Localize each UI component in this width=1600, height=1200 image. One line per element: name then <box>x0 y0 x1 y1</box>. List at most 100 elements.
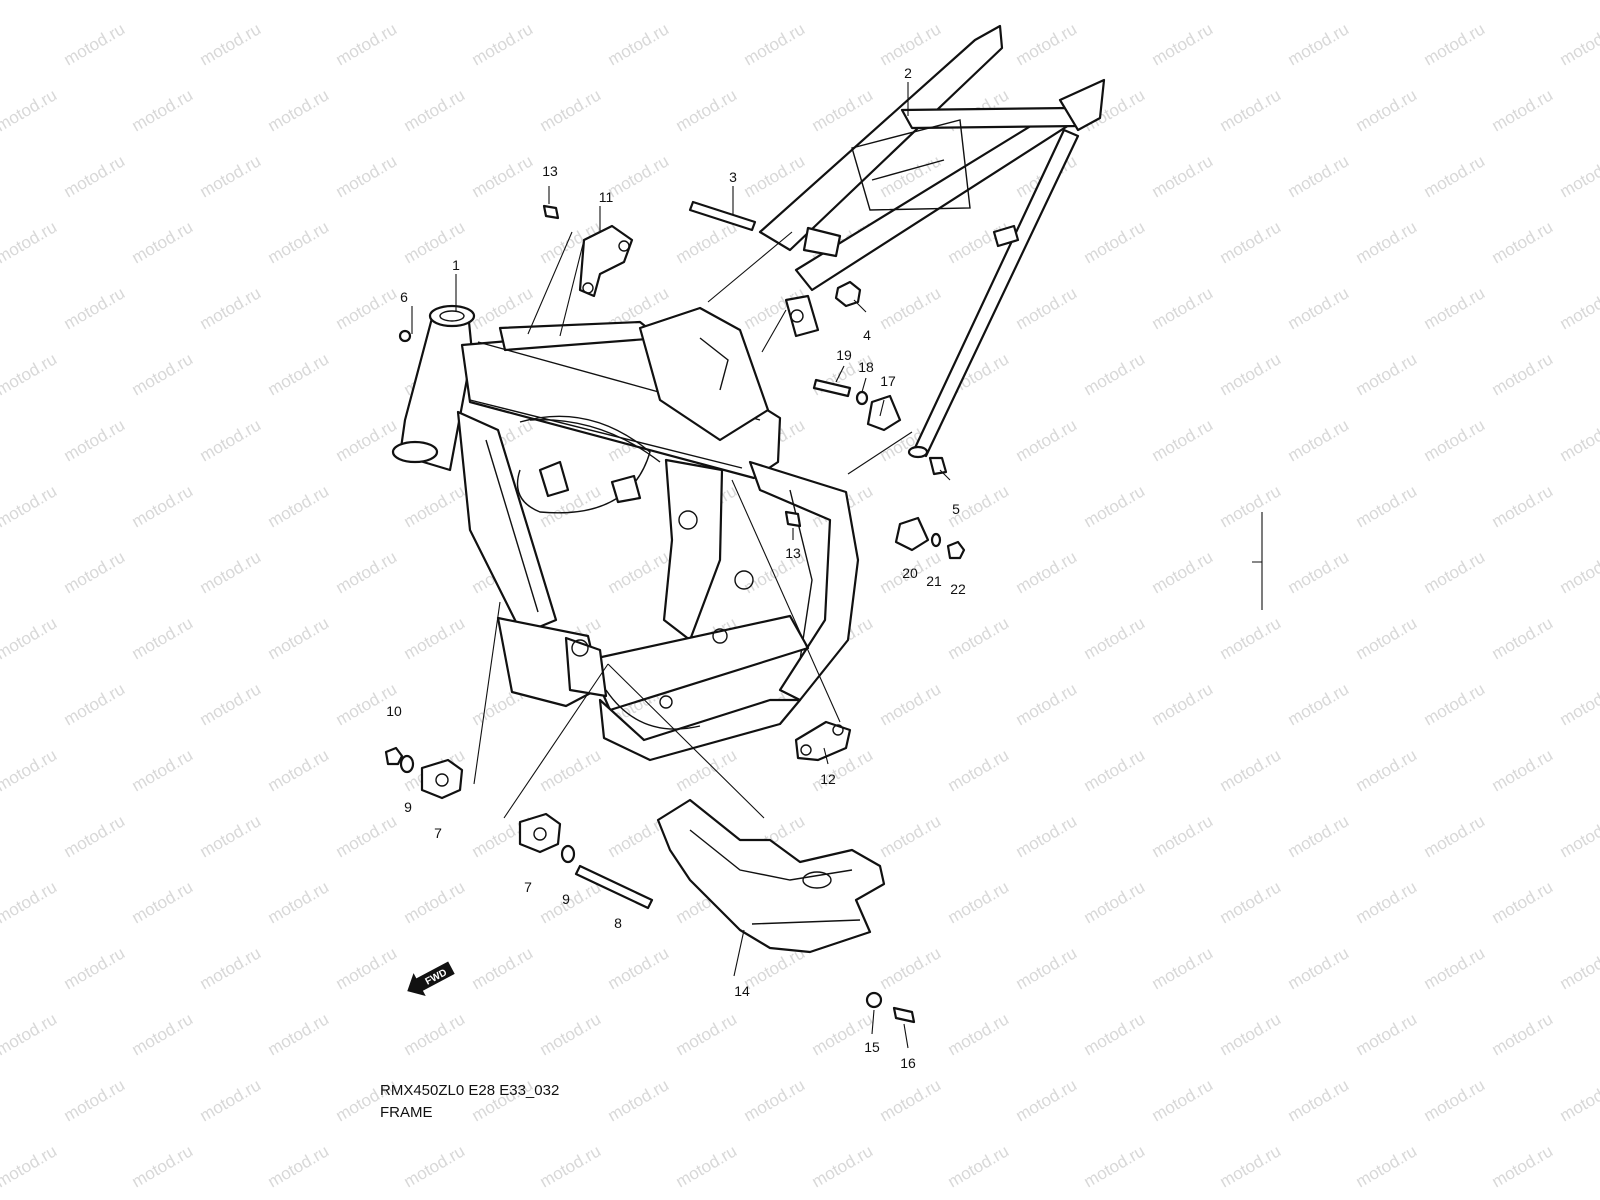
watermark-text: motod.ru <box>1217 481 1285 531</box>
watermark-text: motod.ru <box>129 1141 197 1191</box>
watermark-text: motod.ru <box>1081 0 1149 3</box>
watermark-text: motod.ru <box>809 85 877 135</box>
watermark-text: motod.ru <box>1489 349 1557 399</box>
watermark-text: motod.ru <box>401 0 469 3</box>
callout-13a: 13 <box>542 163 558 179</box>
callout-7b: 7 <box>524 879 532 895</box>
callout-19: 19 <box>836 347 852 363</box>
watermark-text: motod.ru <box>1149 283 1217 333</box>
callout-21: 21 <box>926 573 942 589</box>
watermark-text: motod.ru <box>0 1141 60 1191</box>
watermark-text: motod.ru <box>945 877 1013 927</box>
watermark-text: motod.ru <box>129 0 197 3</box>
callout-17: 17 <box>880 373 896 389</box>
watermark-text: motod.ru <box>469 19 537 69</box>
watermark-text: motod.ru <box>129 877 197 927</box>
watermark-text: motod.ru <box>401 85 469 135</box>
watermark-text: motod.ru <box>1353 217 1421 267</box>
watermark-text: motod.ru <box>197 19 265 69</box>
watermark-text: motod.ru <box>1353 613 1421 663</box>
watermark-text: motod.ru <box>265 0 333 3</box>
watermark-text: motod.ru <box>673 1141 741 1191</box>
watermark-text: motod.ru <box>1149 1075 1217 1125</box>
watermark-text: motod.ru <box>741 1075 809 1125</box>
watermark-text: motod.ru <box>1353 85 1421 135</box>
callout-16: 16 <box>900 1055 916 1071</box>
watermark-text: motod.ru <box>0 745 60 795</box>
watermark-text: motod.ru <box>469 943 537 993</box>
watermark-text: motod.ru <box>129 745 197 795</box>
watermark-text: motod.ru <box>1353 1141 1421 1191</box>
watermark-text: motod.ru <box>265 1141 333 1191</box>
watermark-text: motod.ru <box>61 415 129 465</box>
watermark-text: motod.ru <box>1285 415 1353 465</box>
watermark-text: motod.ru <box>945 1009 1013 1059</box>
watermark-text: motod.ru <box>1285 1075 1353 1125</box>
watermark-text: motod.ru <box>1557 19 1600 69</box>
watermark-text: motod.ru <box>129 481 197 531</box>
watermark-text: motod.ru <box>0 1009 60 1059</box>
watermark-text: motod.ru <box>61 19 129 69</box>
watermark-text: motod.ru <box>1217 0 1285 3</box>
watermark-text: motod.ru <box>333 19 401 69</box>
watermark-text: motod.ru <box>1421 415 1489 465</box>
watermark-text: motod.ru <box>333 943 401 993</box>
watermark-text: motod.ru <box>1353 877 1421 927</box>
callout-8: 8 <box>614 915 622 931</box>
watermark-text: motod.ru <box>1421 19 1489 69</box>
watermark-text: motod.ru <box>605 19 673 69</box>
watermark-text: motod.ru <box>1557 151 1600 201</box>
watermark-text: motod.ru <box>1421 1075 1489 1125</box>
watermark-text: motod.ru <box>61 547 129 597</box>
main-frame <box>391 304 860 762</box>
watermark-text: motod.ru <box>401 481 469 531</box>
watermark-text: motod.ru <box>1149 151 1217 201</box>
watermark-text: motod.ru <box>1489 877 1557 927</box>
watermark-text: motod.ru <box>61 811 129 861</box>
watermark-text: motod.ru <box>605 547 673 597</box>
watermark-text: motod.ru <box>1489 0 1557 3</box>
watermark-text: motod.ru <box>129 1009 197 1059</box>
watermark-text: motod.ru <box>1353 745 1421 795</box>
watermark-text: motod.ru <box>1285 943 1353 993</box>
watermark-text: motod.ru <box>129 217 197 267</box>
watermark-text: motod.ru <box>61 943 129 993</box>
watermark-text: motod.ru <box>1285 283 1353 333</box>
watermark-text: motod.ru <box>0 85 60 135</box>
watermark-text: motod.ru <box>1353 481 1421 531</box>
watermark-text: motod.ru <box>265 85 333 135</box>
watermark-text: motod.ru <box>265 613 333 663</box>
watermark-text: motod.ru <box>401 613 469 663</box>
watermark-text: motod.ru <box>877 19 945 69</box>
watermark-text: motod.ru <box>1217 1141 1285 1191</box>
watermark-text: motod.ru <box>673 0 741 3</box>
watermark-text: motod.ru <box>877 679 945 729</box>
watermark-text: motod.ru <box>1353 0 1421 3</box>
diagram-title: FRAME <box>380 1104 433 1121</box>
watermark-text: motod.ru <box>1081 877 1149 927</box>
watermark-text: motod.ru <box>1557 283 1600 333</box>
watermark-text: motod.ru <box>1489 1009 1557 1059</box>
watermark-text: motod.ru <box>1013 1075 1081 1125</box>
watermark-text: motod.ru <box>673 85 741 135</box>
watermark-text: motod.ru <box>265 1009 333 1059</box>
watermark-text: motod.ru <box>605 1075 673 1125</box>
watermark-text: motod.ru <box>1285 811 1353 861</box>
watermark-text: motod.ru <box>1081 481 1149 531</box>
watermark-text: motod.ru <box>1217 1009 1285 1059</box>
watermark-text: motod.ru <box>537 0 605 3</box>
watermark-text: motod.ru <box>1421 811 1489 861</box>
watermark-text: motod.ru <box>945 613 1013 663</box>
callout-18: 18 <box>858 359 874 375</box>
watermark-text: motod.ru <box>1421 151 1489 201</box>
watermark-text: motod.ru <box>1557 943 1600 993</box>
watermark-text: motod.ru <box>265 745 333 795</box>
skid-plate <box>656 798 886 954</box>
watermark-text: motod.ru <box>1489 1141 1557 1191</box>
callout-9b: 9 <box>562 891 570 907</box>
watermark-text: motod.ru <box>1217 217 1285 267</box>
watermark-text: motod.ru <box>877 811 945 861</box>
watermark-text: motod.ru <box>61 283 129 333</box>
callout-6: 6 <box>400 289 408 305</box>
